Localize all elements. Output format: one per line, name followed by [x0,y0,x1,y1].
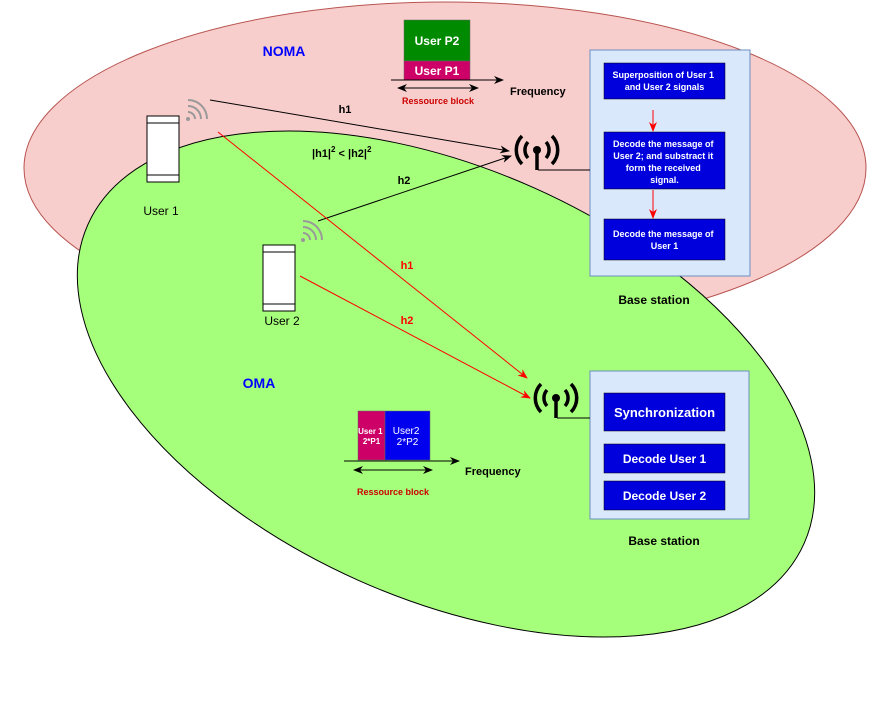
noma-h2-label: h2 [398,175,411,187]
noma-base-station-label: Base station [618,293,689,307]
svg-text:User 1 2*P1: User 1 2*P1 [358,427,385,446]
noma-step-1-box [603,62,726,100]
oma-h1-link [217,131,528,379]
oma-user1-block-line1: User 1 [358,427,383,436]
noma-step-3-line1: Decode the message of [613,229,715,239]
user-p1-label: User P1 [415,64,460,78]
oma-h2-label: h2 [401,315,414,327]
oma-user2-block [384,410,431,461]
sync-box [603,392,726,432]
user1-label: User 1 [143,204,179,218]
noma-frequency-label: Frequency [510,86,567,98]
svg-text:Decode the message of User: Decode the message of User 1 [613,229,716,251]
decode-user2-label: Decode User 2 [623,489,707,503]
oma-user1-block-line2: 2*P1 [363,437,381,446]
svg-text:User2 2*P2: User2 2*P2 [393,426,422,448]
noma-step-2-line3: form the received [626,163,701,173]
channel-inequality: |h1|2 < |h2|2 [312,145,372,160]
noma-h1-link [209,99,510,154]
oma-base-station-label: Base station [628,534,699,548]
oma-frequency-label: Frequency [465,466,522,478]
decode-user1-box [603,443,726,474]
svg-text:Decode the message of User: Decode the message of User 2; and substr… [613,139,716,185]
phone-icon [146,115,180,183]
noma-step-1-line2: and User 2 signals [625,82,705,92]
noma-step-1-line1: Superposition of User 1 [612,70,714,80]
oma-h2-link [299,275,531,399]
noma-step-2-line1: Decode the message of [613,139,715,149]
inequality-exp1: 2 [331,145,336,154]
noma-step-3-box [603,218,726,261]
user2-label: User 2 [264,314,300,328]
noma-h1-label: h1 [339,104,352,116]
noma-step-3-line2: User 1 [651,241,679,251]
noma-step-2-box [603,131,726,190]
noma-resource-label: Ressource block [402,96,475,106]
oma-user1-block [357,410,386,461]
oma-h1-label: h1 [401,260,414,272]
phone-icon [262,244,296,312]
oma-resource-label: Ressource block [357,487,430,497]
inequality-a: |h1| [312,148,331,160]
user-p2-label: User P2 [415,34,460,48]
oma-title: OMA [243,375,276,391]
noma-step-2-line4: signal. [650,175,679,185]
decode-user2-box [603,480,726,511]
decode-user1-label: Decode User 1 [623,452,707,466]
oma-user2-block-line2: 2*P2 [397,437,419,448]
noma-step-2-line2: User 2; and substract it [613,151,713,161]
oma-user2-block-line1: User2 [393,426,420,437]
inequality-mid: < |h2| [335,148,367,160]
inequality-exp2: 2 [367,145,372,154]
sync-label: Synchronization [614,405,715,420]
noma-title: NOMA [263,43,306,59]
noma-h2-link [317,155,512,222]
svg-text:Superposition of User 1 an: Superposition of User 1 and User 2 signa… [612,70,716,92]
